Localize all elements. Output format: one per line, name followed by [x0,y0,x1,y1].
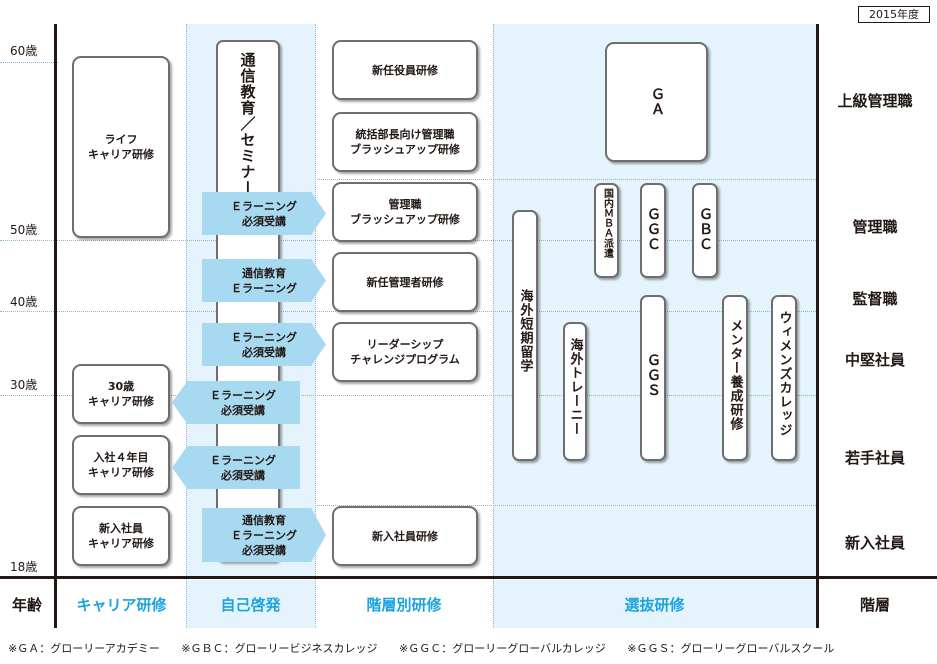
ggc-program: ＧＧＣ [640,183,666,278]
self-dev-header: 自己啓発 [220,595,281,614]
selection-header: 選抜研修 [624,595,685,614]
leadership-challenge-program: リーダーシップ チャレンジプログラム [332,322,478,382]
career-header: キャリア研修 [76,595,167,614]
level-axis [816,24,819,628]
overseas-study-program: 海外短期留学 [512,210,538,461]
column-divider [493,24,494,628]
grid-line [315,179,816,180]
arrow-label: Ｅラーニング 必須受講 [210,388,276,417]
year4-career-training: 入社４年目 キャリア研修 [72,435,170,495]
arrow-label: Ｅラーニング 必須受講 [231,199,297,228]
life-career-label: ライフ キャリア研修 [88,133,154,161]
elearning-arrow-manager: Ｅラーニング 必須受講 [202,192,326,235]
year-badge: 2015年度 [858,6,930,23]
age-label-40: 40歳 [10,295,38,309]
column-divider [186,24,187,628]
newhire-career-training: 新入社員 キャリア研修 [72,506,170,566]
age-line-60 [0,62,58,63]
footnote-ga: ※ＧＡ：グローリーアカデミー [8,642,160,655]
level-header: 階層 [859,595,890,614]
ga-label: ＧＡ [649,87,665,117]
footnote-gbc: ※ＧＢＣ：グローリービジネスカレッジ [181,642,378,655]
domestic-mba-program: 国内ＭＢＡ派遣 [594,183,619,278]
self-dev-header-band [186,580,315,628]
tier-label: リーダーシップ チャレンジプログラム [350,338,460,366]
age-label-60: 60歳 [10,44,38,58]
age-label-50: 50歳 [10,223,38,237]
tier-label: 管理職 ブラッシュアップ研修 [350,198,460,226]
footnotes: ※ＧＡ：グローリーアカデミー ※ＧＢＣ：グローリービジネスカレッジ ※ＧＧＣ：グ… [8,640,834,656]
mentor-training-program: メンター養成研修 [722,295,748,461]
footnote-ggs: ※ＧＧＳ：グローリーグローバルスクール [627,642,835,655]
level-newhire: 新入社員 [844,534,905,552]
womens-college-program: ウィメンズカレッジ [771,295,797,461]
year4-career-label: 入社４年目 キャリア研修 [88,451,154,479]
elearning-arrow-year4: Ｅラーニング 必須受講 [172,446,300,489]
mentor-label: メンター養成研修 [727,319,743,431]
level-mid-career: 中堅社員 [844,351,905,369]
ggc-label: ＧＧＣ [645,207,661,252]
tier-label: 統括部長向け管理職 ブラッシュアップ研修 [350,128,460,156]
column-divider [315,24,316,628]
division-manager-training: 統括部長向け管理職 ブラッシュアップ研修 [332,112,478,172]
age-label-18: 18歳 [10,560,38,574]
footnote-ggc: ※ＧＧＣ：グローリーグローバルカレッジ [399,642,606,655]
age30-career-training: 30歳 キャリア研修 [72,364,170,424]
level-manager: 管理職 [852,218,898,236]
womens-college-label: ウィメンズカレッジ [776,311,792,437]
elearning-arrow-leadership: Ｅラーニング 必須受講 [202,323,326,366]
arrow-label: Ｅラーニング 必須受講 [210,453,276,482]
arrow-label: 通信教育 Ｅラーニング 必須受講 [231,513,297,557]
level-supervisor: 監督職 [852,290,898,308]
ggs-program: ＧＧＳ [640,295,666,461]
ggs-label: ＧＧＳ [645,353,661,398]
tier-label: 新入社員研修 [372,529,438,543]
selection-header-band [493,580,816,628]
elearning-arrow-newmanager: 通信教育 Ｅラーニング [202,259,326,302]
manager-brushup-training: 管理職 ブラッシュアップ研修 [332,182,478,242]
arrow-label: 通信教育 Ｅラーニング [231,266,297,295]
arrow-label: Ｅラーニング 必須受講 [231,330,297,359]
elearning-arrow-age30: Ｅラーニング 必須受講 [172,381,300,424]
tier-header: 階層別研修 [366,595,442,614]
baseline [0,576,937,579]
tier-label: 新任管理者研修 [366,275,444,289]
age-axis [54,24,57,628]
level-senior-manager: 上級管理職 [837,92,913,110]
overseas-study-label: 海外短期留学 [517,289,533,373]
ga-program: ＧＡ [605,42,708,162]
age30-career-label: 30歳 キャリア研修 [88,380,154,408]
level-junior: 若手社員 [844,449,905,467]
new-executive-training: 新任役員研修 [332,40,478,100]
newhire-career-label: 新入社員 キャリア研修 [88,522,154,550]
mba-label: 国内ＭＢＡ派遣 [601,188,613,258]
gbc-program: ＧＢＣ [692,183,718,278]
overseas-trainee-program: 海外トレーニー [563,322,587,461]
elearning-arrow-newhire: 通信教育 Ｅラーニング 必須受講 [202,508,326,562]
age-label-30: 30歳 [10,378,38,392]
gbc-label: ＧＢＣ [697,207,713,252]
overseas-trainee-label: 海外トレーニー [567,338,583,436]
tier-label: 新任役員研修 [372,63,438,77]
age-header: 年齢 [11,595,42,614]
correspondence-seminar-label: 通信教育／セミナー [238,52,257,196]
age-line-30 [0,395,816,396]
grid-line [315,505,816,506]
life-career-training: ライフ キャリア研修 [72,56,170,238]
new-manager-training: 新任管理者研修 [332,252,478,312]
newhire-training: 新入社員研修 [332,506,478,566]
